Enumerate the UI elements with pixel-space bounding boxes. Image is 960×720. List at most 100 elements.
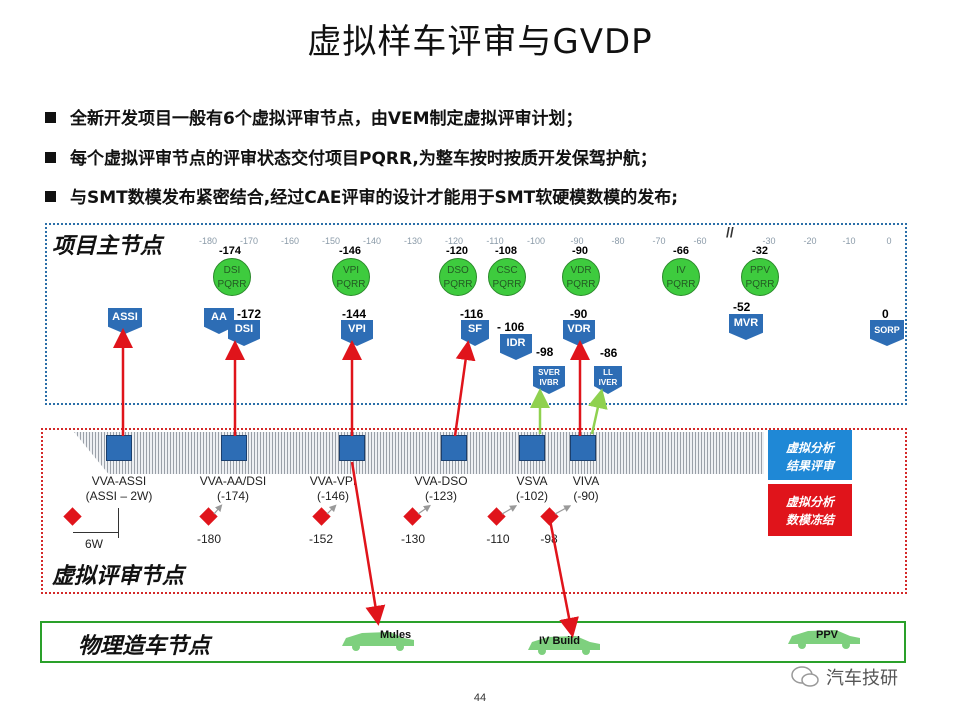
pqrr-label: DSI	[223, 265, 241, 276]
legend-text: 结果评审	[785, 459, 834, 473]
freeze-label: 6W	[85, 537, 103, 551]
milestone-value: -172	[237, 307, 262, 321]
car-label-iv-build: IV Build	[539, 635, 580, 647]
pqrr-value: -90	[572, 245, 588, 257]
axis-tick: -120	[444, 236, 463, 246]
wechat-icon	[791, 666, 819, 687]
virtual-review-label: VVA-AA/DSI(-174)	[173, 474, 293, 504]
car-label-mules: Mules	[380, 629, 412, 641]
watermark-text: 汽车技研	[826, 668, 898, 689]
pqrr-label: IV	[676, 265, 686, 276]
virtual-section-title: 虚拟评审节点	[52, 563, 185, 589]
virtual-review-label: VVA-VPI(-146)	[273, 474, 393, 504]
project-section-frame	[45, 223, 907, 405]
axis-tick: -30	[762, 236, 776, 246]
virtual-section-frame	[41, 428, 907, 594]
pqrr-label: PQRR	[745, 279, 775, 290]
virtual-review-label: VVA-ASSI(ASSI – 2W)	[59, 474, 179, 504]
page-number: 44	[473, 692, 487, 704]
review-name: VVA-AA/DSI	[199, 474, 267, 488]
legend-model-freeze: 虚拟分析数模冻结	[768, 484, 852, 536]
watermark: 汽车技研	[790, 664, 898, 690]
axis-tick: -90	[570, 236, 584, 246]
bullet-square-icon	[45, 112, 56, 123]
review-sub: (ASSI – 2W)	[85, 489, 153, 503]
review-name: VSVA	[516, 474, 548, 488]
pqrr-node-iv: IV PQRR	[662, 258, 700, 296]
freeze-label: -130	[400, 532, 426, 546]
bullet-text: 每个虚拟评审节点的评审状态交付项目PQRR,为整车按时按质开发保驾护航；	[70, 149, 657, 169]
bullet-item: 与SMT数模发布紧密结合,经过CAE评审的设计才能用于SMT软硬模数模的发布;	[45, 183, 678, 208]
axis-tick: -20	[803, 236, 817, 246]
bullet-item: 每个虚拟评审节点的评审状态交付项目PQRR,为整车按时按质开发保驾护航；	[45, 144, 657, 169]
page-title: 虚拟样车评审与GVDP	[307, 22, 653, 62]
axis-tick: -130	[403, 236, 422, 246]
pqrr-label: VPI	[342, 265, 360, 276]
axis-tick: -10	[842, 236, 856, 246]
pqrr-label: DSO	[447, 265, 469, 276]
legend-review-result: 虚拟分析结果评审	[768, 430, 852, 480]
review-sub: (-102)	[515, 489, 548, 503]
project-section-title: 项目主节点	[52, 233, 163, 259]
milestone-label: IVER	[598, 378, 618, 387]
pqrr-node-csc: CSC PQRR	[488, 258, 526, 296]
milestone-value: -98	[536, 345, 554, 359]
freeze-label: -110	[486, 532, 510, 546]
pqrr-label: PQRR	[443, 279, 473, 290]
bullet-square-icon	[45, 152, 56, 163]
milestone-value: 0	[882, 307, 889, 321]
pqrr-label: PQRR	[217, 279, 247, 290]
review-name: VVA-VPI	[309, 474, 357, 488]
pqrr-label: VDR	[570, 265, 592, 276]
milestone-value: -144	[342, 307, 367, 321]
car-icon	[788, 630, 860, 649]
freeze-label: -180	[196, 532, 222, 546]
bullet-text: 与SMT数模发布紧密结合,经过CAE评审的设计才能用于SMT软硬模数模的发布;	[70, 188, 679, 208]
pqrr-label: PQRR	[566, 279, 596, 290]
arrow-down	[350, 461, 386, 626]
pqrr-label: PQRR	[492, 279, 522, 290]
review-name: VIVA	[572, 474, 600, 488]
bullet-text: 全新开发项目一般有6个虚拟评审节点，由VEM制定虚拟评审计划；	[70, 109, 583, 129]
milestone-value: -86	[600, 346, 618, 360]
milestone-value: -90	[570, 307, 588, 321]
review-name: VVA-ASSI	[91, 474, 147, 488]
span-bracket	[118, 508, 119, 538]
axis-break-mark: //	[726, 224, 734, 240]
virtual-review-node	[519, 435, 545, 461]
axis-tick: -180	[198, 236, 217, 246]
axis-tick: -170	[239, 236, 258, 246]
virtual-review-node	[570, 435, 596, 461]
axis-tick: -70	[652, 236, 666, 246]
virtual-review-label: VSVA(-102)	[472, 474, 592, 504]
legend-text: 虚拟分析	[785, 495, 834, 509]
axis-tick: -60	[693, 236, 707, 246]
virtual-review-node	[106, 435, 132, 461]
review-sub: (-146)	[316, 489, 349, 503]
pqrr-label: PQRR	[666, 279, 696, 290]
pqrr-label: CSC	[496, 265, 518, 276]
review-sub: (-123)	[424, 489, 457, 503]
pqrr-node-vdr: VDR PQRR	[562, 258, 600, 296]
pqrr-value: -32	[752, 245, 768, 257]
virtual-review-label: VIVA(-90)	[526, 474, 646, 504]
milestone-value: -116	[460, 307, 484, 321]
arrow-down	[548, 519, 579, 638]
physical-section-frame	[40, 621, 906, 663]
pqrr-value: -174	[218, 245, 242, 257]
legend-text: 虚拟分析	[785, 441, 834, 455]
pqrr-value: -108	[494, 245, 518, 257]
car-icon	[528, 636, 600, 655]
virtual-review-node	[221, 435, 247, 461]
milestone-value: - 106	[497, 320, 525, 334]
pqrr-label: PPV	[749, 265, 770, 276]
milestone-label: LL	[603, 368, 613, 377]
pqrr-value: -66	[673, 245, 689, 257]
review-sub: (-90)	[573, 489, 599, 503]
pqrr-value: -146	[338, 245, 362, 257]
car-label-ppv: PPV	[816, 629, 839, 641]
pqrr-value: -120	[445, 245, 469, 257]
bullet-item: 全新开发项目一般有6个虚拟评审节点，由VEM制定虚拟评审计划；	[45, 104, 583, 129]
review-name: VVA-DSO	[414, 474, 468, 488]
